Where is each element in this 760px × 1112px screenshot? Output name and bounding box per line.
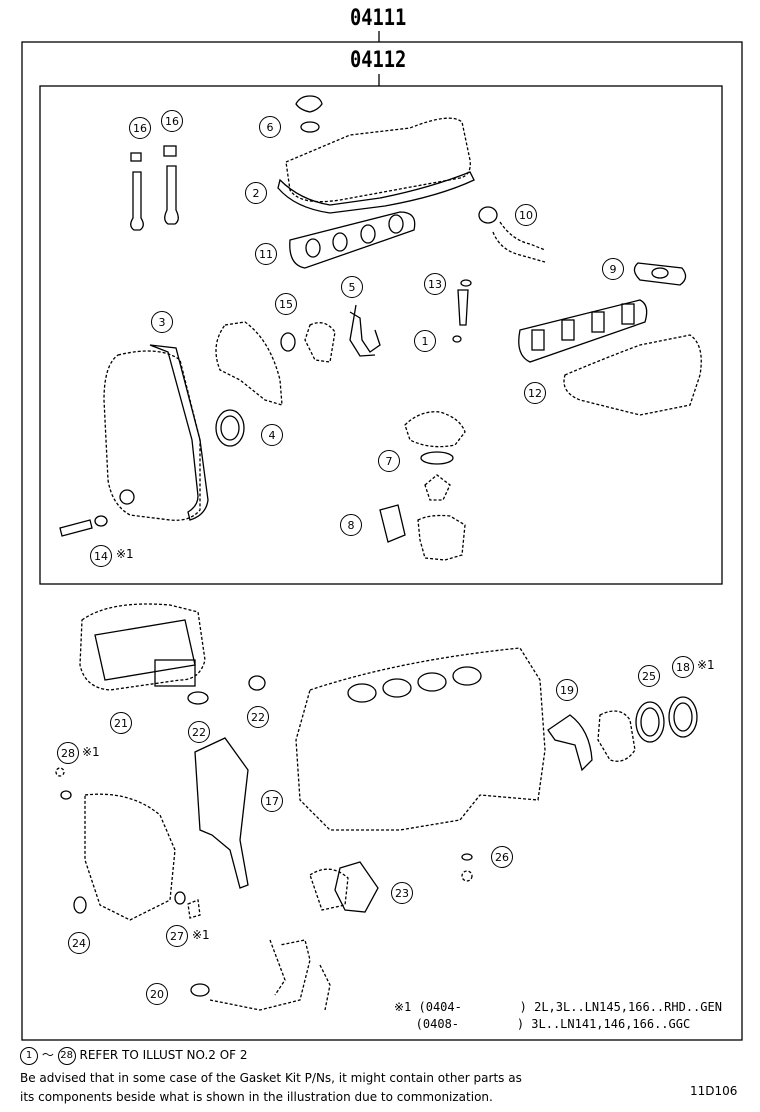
callout-20[interactable]: 20 [146,983,168,1005]
footnote-mark-28: ※1 [82,745,100,759]
oil-seal-25 [635,701,665,743]
callout-16[interactable]: 16 [129,117,151,139]
head-cover-gasket [277,171,475,214]
manifold-gasket-12 [518,299,648,363]
kit-code-04111: 04111 [349,6,407,31]
callout-10[interactable]: 10 [515,204,537,226]
retainer-gasket-19 [547,714,593,772]
timing-plate [215,321,283,406]
timing-cover-gasket [149,344,209,521]
oil-seal-4 [215,409,245,447]
callout-16[interactable]: 16 [161,110,183,132]
callout-8[interactable]: 8 [340,514,362,536]
oil-filler-cap [295,95,323,113]
advisory-line-2: its components beside what is shown in t… [20,1090,493,1104]
bolt-14 [59,519,93,537]
callout-26[interactable]: 26 [491,846,513,868]
callout-6[interactable]: 6 [259,116,281,138]
injection-nozzle [457,289,469,326]
gasket-26 [461,853,473,861]
callout-14[interactable]: 14 [90,545,112,567]
callout-24[interactable]: 24 [68,932,90,954]
callout-28[interactable]: 28 [57,742,79,764]
oil-strainer-pipe [209,939,331,1011]
footnote-mark-18: ※1 [697,658,715,672]
outlet-gasket-9 [633,262,687,286]
oil-seal-18 [668,696,698,738]
callout-4[interactable]: 4 [261,424,283,446]
callout-7[interactable]: 7 [378,450,400,472]
callout-15[interactable]: 15 [275,293,297,315]
callout-5[interactable]: 5 [341,276,363,298]
callout-19[interactable]: 19 [556,679,578,701]
advisory-line-1: Be advised that in some case of the Gask… [20,1071,522,1085]
ref-start-callout: 1 [20,1046,38,1065]
cylinder-block [295,647,546,831]
gasket-22b [248,675,266,691]
gasket-23 [334,861,379,913]
plug-27 [174,891,186,905]
callout-23[interactable]: 23 [391,882,413,904]
applicability-note-1: ※1 (0404- ) 2L,3L..LN145,166..RHD..GEN [394,1000,722,1014]
callout-2[interactable]: 2 [245,182,267,204]
callout-3[interactable]: 3 [151,311,173,333]
callout-9[interactable]: 9 [602,258,624,280]
footnote-mark-14: ※1 [116,547,134,561]
water-outlet [417,514,466,561]
inner-frame [39,85,723,585]
oil-seal-24 [73,896,87,914]
callout-22[interactable]: 22 [188,721,210,743]
ref-tilde: ～ [41,1048,54,1062]
ref-text: REFER TO ILLUST NO.2 OF 2 [79,1048,248,1062]
gasket-21 [94,619,196,681]
callout-17[interactable]: 17 [261,790,283,812]
intake-manifold [563,334,702,416]
ref-end-callout: 28 [57,1046,76,1065]
gasket-8 [379,504,406,543]
gasket-22a [187,691,209,705]
intake-valve [130,152,144,231]
callout-1[interactable]: 1 [414,330,436,352]
gasket-17 [194,737,249,889]
outer-frame [21,41,743,1041]
callout-11[interactable]: 11 [255,243,277,265]
rocker-cover-21 [79,603,206,691]
hose-gasket-10 [478,206,498,224]
water-pump-housing [404,411,466,448]
exhaust-valve [163,145,179,225]
callout-27[interactable]: 27 [166,925,188,947]
illustration-id: 11D106 [690,1084,738,1098]
front-case [84,793,176,921]
applicability-note-2: (0408- ) 3L..LN141,146,166..GGC [394,1017,691,1031]
callout-18[interactable]: 18 [672,656,694,678]
oil-seal-15 [280,332,296,352]
kit-code-04112: 04112 [349,48,407,73]
callout-13[interactable]: 13 [424,273,446,295]
water-hose [492,221,546,263]
timing-cover [103,350,201,521]
callout-25[interactable]: 25 [638,665,660,687]
footnote-mark-27: ※1 [192,928,210,942]
head-cover [285,117,471,203]
callout-12[interactable]: 12 [524,382,546,404]
gasket-7 [420,451,454,465]
seal-retainer [597,710,636,762]
gasket-20 [190,983,210,997]
oil-cap-gasket [300,121,320,133]
callout-22[interactable]: 22 [247,706,269,728]
manifold-gasket-11 [289,211,416,269]
reference-line: 1 ～ 28 REFER TO ILLUST NO.2 OF 2 [20,1046,248,1065]
callout-21[interactable]: 21 [110,712,132,734]
washer-28 [60,790,72,800]
bracket-gasket-5 [349,304,381,357]
